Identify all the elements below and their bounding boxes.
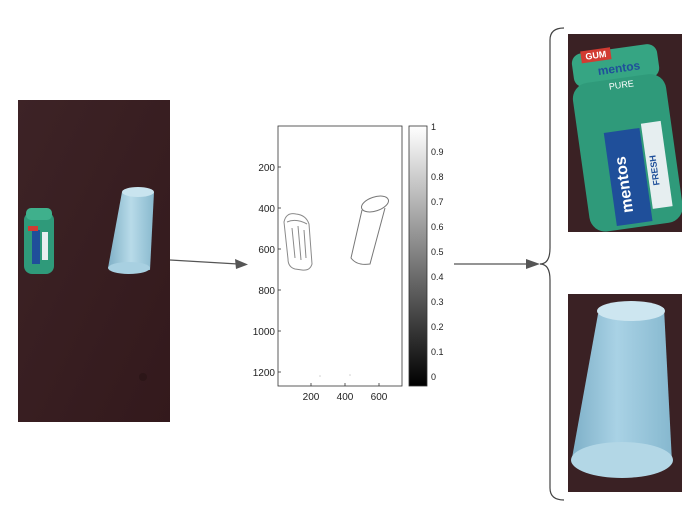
cup-bottom-rim [597,301,665,321]
cup-mouth-rim [571,442,673,478]
mentos-flavor-label: FRESH [647,154,661,186]
colorbar-tick-label: 0.5 [431,247,444,257]
cup-small [108,187,154,274]
x-tick-label: 600 [371,392,388,400]
input-photo [18,100,170,422]
edge-map-jar-outline [283,213,313,271]
edge-map-plot: 200 400 600 800 1000 1200 200 400 600 1 … [253,122,444,400]
cup-body [572,308,672,462]
arrow-to-crops [454,259,540,269]
colorbar-tick-label: 0.8 [431,172,444,182]
y-tick-label: 800 [258,286,275,297]
mentos-jar-small [24,208,54,274]
y-tick-label: 1000 [253,327,276,338]
colorbar-tick-label: 0.1 [431,347,444,357]
colorbar-tick-label: 0 [431,372,436,382]
x-tick-label: 200 [303,392,320,400]
y-tick-label: 1200 [253,368,276,379]
arrow-to-edge-map [169,259,248,269]
colorbar-tick-label: 0.3 [431,297,444,307]
mentos-crop-photo: GUM mentos PURE mentos FRESH [568,34,682,232]
colorbar-tick-label: 1 [431,122,436,132]
colorbar-tick-label: 0.7 [431,197,444,207]
colorbar-tick-label: 0.2 [431,322,444,332]
edge-map-cup-outline [350,195,389,265]
colorbar-tick-label: 0.4 [431,272,444,282]
y-tick-label: 400 [258,204,275,215]
colorbar-tick-label: 0.9 [431,147,444,157]
mentos-brand-label: mentos [597,58,642,78]
curly-brace [539,27,565,501]
y-tick-label: 600 [258,245,275,256]
mentos-variant-label: PURE [608,78,634,91]
edge-map-axes [277,125,403,387]
x-tick-label: 400 [337,392,354,400]
y-tick-label: 200 [258,163,275,174]
cup-crop-photo [568,294,682,492]
gum-label: GUM [585,49,607,62]
colorbar-tick-label: 0.6 [431,222,444,232]
colorbar [408,125,428,387]
